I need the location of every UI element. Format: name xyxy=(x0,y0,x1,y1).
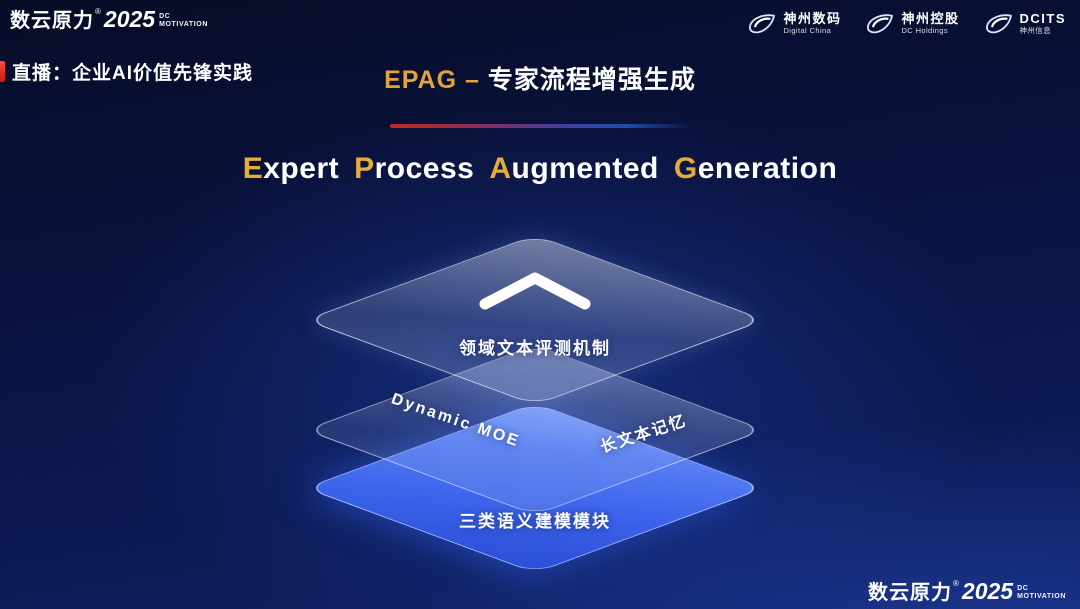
evaluation-layer-label: 领域文本评测机制 xyxy=(459,339,611,358)
chevron-up-icon xyxy=(475,270,595,317)
page-title: EPAG –专家流程增强生成 xyxy=(0,60,1080,96)
digital-china-swoosh-icon xyxy=(747,11,777,37)
brand-name: 数云原力 xyxy=(10,10,94,32)
semantic-layer-label: 三类语义建模模块 xyxy=(459,512,611,531)
page-title-cn: 专家流程增强生成 xyxy=(487,66,696,94)
logo-dcits: DCITS 神州信息 xyxy=(984,11,1067,37)
brand-name: 数云原力 xyxy=(868,582,953,604)
headline: Expert Process Augmented Generation xyxy=(0,152,1080,186)
gradient-divider xyxy=(390,124,690,128)
dc-holdings-swoosh-icon xyxy=(865,11,895,37)
headline-word: Process xyxy=(354,152,475,185)
page-title-acronym: EPAG – xyxy=(384,66,480,94)
brand-sub-top: DC xyxy=(1017,584,1029,592)
logo-text: DCITS 神州信息 xyxy=(1019,11,1066,36)
brand-subtitle: DC MOTIVATION xyxy=(1017,585,1066,603)
live-label-row: 直播：企业AI价值先锋实践 xyxy=(0,58,253,85)
brand-logo-header: 数云原力 ® 2025 DC MOTIVATION xyxy=(10,6,208,32)
brand-sub-bottom: MOTIVATION xyxy=(1017,592,1066,600)
diagram-layer-evaluation xyxy=(304,234,766,406)
logo-digital-china: 神州数码 Digital China xyxy=(747,11,841,37)
live-label: 直播：企业AI价值先锋实践 xyxy=(12,63,254,84)
partner-logos: 神州数码 Digital China 神州控股 DC Holdings DCIT… xyxy=(747,11,1066,37)
brand-year: 2025 xyxy=(961,578,1014,604)
live-accent-bar xyxy=(0,61,5,82)
logo-text: 神州数码 Digital China xyxy=(783,11,842,36)
logo-dc-holdings: 神州控股 DC Holdings xyxy=(865,11,959,37)
brand-logo-footer: 数云原力 ® 2025 DC MOTIVATION xyxy=(868,578,1066,604)
brand-year: 2025 xyxy=(103,6,156,32)
brand-sub-bottom: MOTIVATION xyxy=(159,20,208,28)
headline-word: Expert xyxy=(242,152,340,185)
headline-word: Augmented xyxy=(489,152,659,185)
brand-subtitle: DC MOTIVATION xyxy=(159,13,208,31)
registered-mark: ® xyxy=(95,7,101,16)
registered-mark: ® xyxy=(953,579,959,588)
brand-sub-top: DC xyxy=(159,12,171,20)
headline-word: Generation xyxy=(673,152,838,185)
dcits-swoosh-icon xyxy=(984,11,1014,37)
logo-text: 神州控股 DC Holdings xyxy=(901,11,960,36)
